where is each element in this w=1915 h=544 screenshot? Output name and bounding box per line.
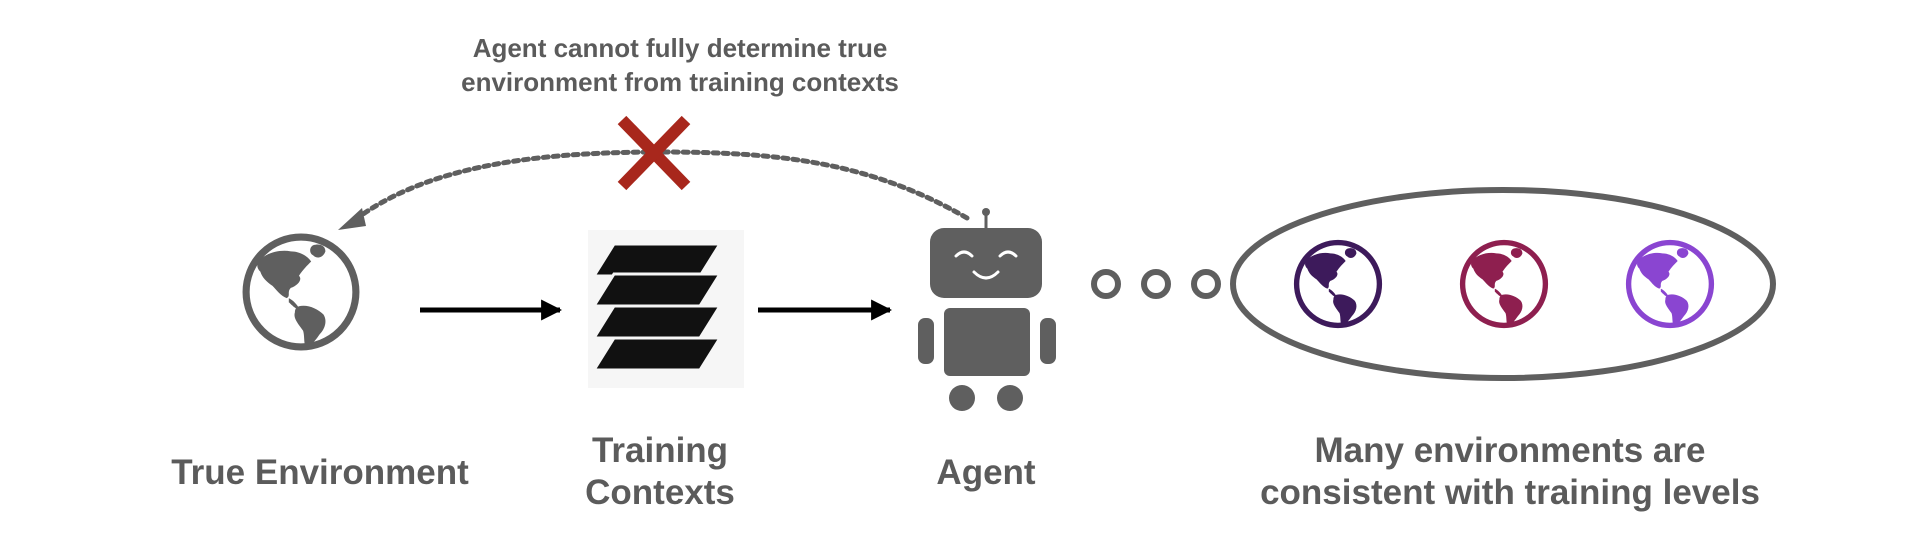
- training-contexts-label: Training Contexts: [530, 430, 790, 514]
- blocked-inference-arrow: [338, 149, 970, 230]
- training-line1: Training: [591, 431, 729, 470]
- robot-icon: [918, 208, 1056, 411]
- agent-label: Agent: [886, 452, 1086, 494]
- stacked-layers-icon: [588, 230, 744, 388]
- annotation-line1: Agent cannot fully determine true: [472, 33, 888, 63]
- globe-icon: [246, 237, 356, 349]
- globe-icon: [1463, 243, 1546, 327]
- annotation-text: Agent cannot fully determine true enviro…: [430, 32, 930, 100]
- arrowhead-icon: [338, 208, 366, 230]
- environments-ellipse: [1230, 187, 1776, 381]
- true-environment-text: True Environment: [171, 453, 469, 492]
- three-circles-icon: [1091, 269, 1221, 299]
- many-line1: Many environments are: [1314, 431, 1706, 470]
- true-environment-label: True Environment: [140, 452, 500, 494]
- many-line2: consistent with training levels: [1260, 473, 1760, 512]
- annotation-line2: environment from training contexts: [461, 66, 899, 97]
- cross-icon: [617, 115, 691, 191]
- many-environments-label: Many environments are consistent with tr…: [1240, 430, 1780, 514]
- globe-icon: [1297, 243, 1380, 327]
- agent-text: Agent: [936, 453, 1036, 492]
- training-line2: Contexts: [585, 473, 735, 512]
- globe-icon: [1629, 243, 1712, 327]
